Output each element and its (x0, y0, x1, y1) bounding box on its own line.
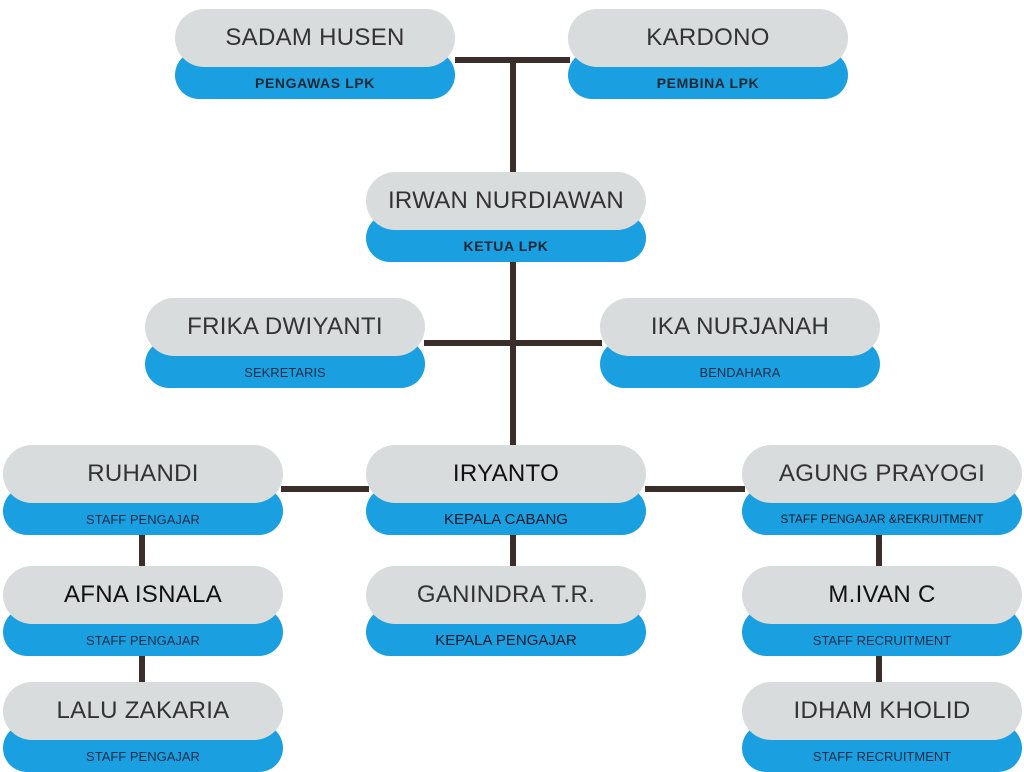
node-role: BENDAHARA (699, 364, 781, 380)
node-name: IRWAN NURDIAWAN (366, 172, 646, 230)
node-name: KARDONO (568, 9, 848, 67)
connector-center-column (510, 534, 516, 568)
node-sadam-husen: SADAM HUSEN PENGAWAS LPK (175, 9, 455, 99)
node-iryanto: IRYANTO KEPALA CABANG (366, 445, 646, 535)
node-role: SEKRETARIS (244, 364, 326, 380)
connector-left-column-upper (139, 534, 145, 568)
node-name: SADAM HUSEN (175, 9, 455, 67)
node-name: RUHANDI (3, 445, 283, 503)
node-name: GANINDRA T.R. (366, 566, 646, 624)
connector-left-column-lower (139, 655, 145, 683)
node-role: KETUA LPK (463, 238, 549, 254)
node-lalu-zakaria: LALU ZAKARIA STAFF PENGAJAR (3, 682, 283, 772)
node-name: AFNA ISNALA (3, 566, 283, 624)
node-name: IDHAM KHOLID (742, 682, 1022, 740)
node-role: STAFF PENGAJAR (86, 632, 200, 648)
node-irwan-nurdiawan: IRWAN NURDIAWAN KETUA LPK (366, 172, 646, 262)
node-role: PEMBINA LPK (656, 75, 760, 91)
node-frika-dwiyanti: FRIKA DWIYANTI SEKRETARIS (145, 298, 425, 388)
node-name: IKA NURJANAH (600, 298, 880, 356)
node-afna-isnala: AFNA ISNALA STAFF PENGAJAR (3, 566, 283, 656)
node-ika-nurjanah: IKA NURJANAH BENDAHARA (600, 298, 880, 388)
connector-branch-left-horizontal (281, 486, 369, 492)
node-role: STAFF RECRUITMENT (812, 748, 952, 764)
node-agung-prayogi: AGUNG PRAYOGI STAFF PENGAJAR &REKRUITMEN… (742, 445, 1022, 535)
node-idham-kholid: IDHAM KHOLID STAFF RECRUITMENT (742, 682, 1022, 772)
node-m-ivan-c: M.IVAN C STAFF RECRUITMENT (742, 566, 1022, 656)
connector-secretariat-horizontal (424, 340, 602, 346)
node-name: IRYANTO (366, 445, 646, 503)
node-name: M.IVAN C (742, 566, 1022, 624)
node-role: STAFF RECRUITMENT (812, 632, 952, 648)
connector-right-column-lower (876, 655, 882, 683)
node-name: AGUNG PRAYOGI (742, 445, 1022, 503)
node-role: STAFF PENGAJAR &REKRUITMENT (780, 512, 984, 526)
node-ruhandi: RUHANDI STAFF PENGAJAR (3, 445, 283, 535)
connector-branch-right-horizontal (645, 486, 745, 492)
connector-main-vertical-lower (510, 260, 516, 446)
node-name: FRIKA DWIYANTI (145, 298, 425, 356)
node-role: KEPALA PENGAJAR (435, 631, 577, 649)
connector-main-vertical-upper (510, 60, 516, 175)
node-role: STAFF PENGAJAR (86, 748, 200, 764)
node-name: LALU ZAKARIA (3, 682, 283, 740)
node-kardono: KARDONO PEMBINA LPK (568, 9, 848, 99)
node-role: PENGAWAS LPK (255, 75, 375, 91)
node-ganindra: GANINDRA T.R. KEPALA PENGAJAR (366, 566, 646, 656)
node-role: KEPALA CABANG (444, 510, 568, 528)
connector-right-column-upper (876, 534, 882, 568)
node-role: STAFF PENGAJAR (86, 511, 200, 527)
